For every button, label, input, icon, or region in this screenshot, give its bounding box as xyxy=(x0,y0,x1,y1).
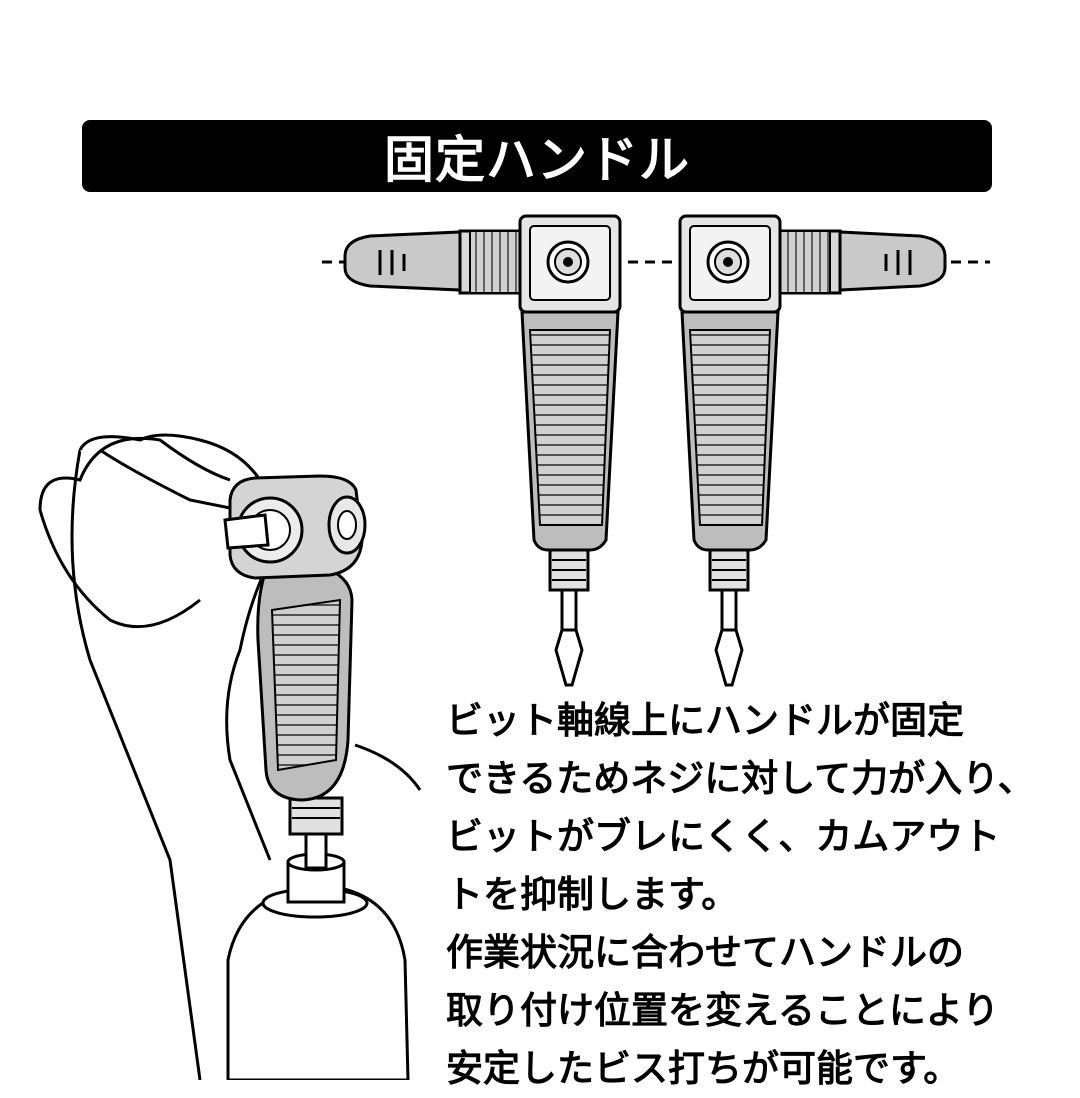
description-line: できるためネジに対して力が入り、 xyxy=(446,757,1035,800)
driver-handle-right-variant xyxy=(678,214,947,687)
description-line: ビットがブレにくく、カムアウト xyxy=(446,815,1001,858)
description-line: 作業状況に合わせてハンドルの xyxy=(446,931,964,974)
driver-handle-left-variant xyxy=(343,214,622,687)
description-line: 安定したビス打ちが可能です。 xyxy=(446,1047,961,1090)
description-line: トを抑制します。 xyxy=(446,873,739,916)
description-line: 取り付け位置を変えることにより xyxy=(446,989,1000,1032)
hand-holding-driver xyxy=(38,433,422,1080)
page-title: 固定ハンドル xyxy=(384,131,690,189)
description-line: ビット軸線上にハンドルが固定 xyxy=(446,699,964,742)
title-banner: 固定ハンドル xyxy=(82,120,992,192)
description-text: ビット軸線上にハンドルが固定 できるためネジに対して力が入り、 ビットがブレにく… xyxy=(446,692,1056,1098)
